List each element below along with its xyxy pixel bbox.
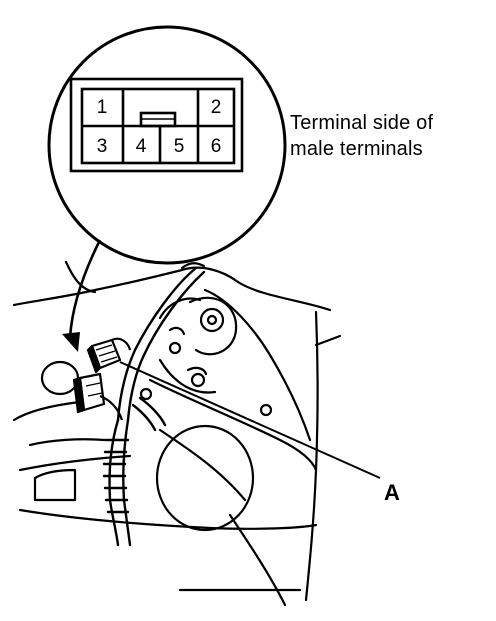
- wire-harness: [102, 266, 206, 547]
- pin-6-label: 6: [211, 136, 222, 157]
- caption-line-1: Terminal side of: [290, 112, 434, 134]
- terminal-side-caption: Terminal side of male terminals: [290, 110, 433, 162]
- callout-a-leader: [119, 361, 381, 479]
- connector-mating-socket: [72, 372, 124, 421]
- pin-3-label: 3: [97, 136, 108, 157]
- pin-1-label: 1: [97, 97, 108, 118]
- pin-5-label: 5: [174, 136, 185, 157]
- pin-4-label: 4: [136, 136, 147, 157]
- callout-a-label: A: [384, 480, 400, 505]
- pin-2-label: 2: [211, 97, 222, 118]
- connector-a-plug: [86, 337, 132, 374]
- caption-line-2: male terminals: [290, 138, 423, 160]
- door-panel-illustration: [12, 260, 342, 607]
- magnifier-inset: 1 2 3 4 5 6: [47, 25, 287, 352]
- connector-face: [69, 77, 244, 173]
